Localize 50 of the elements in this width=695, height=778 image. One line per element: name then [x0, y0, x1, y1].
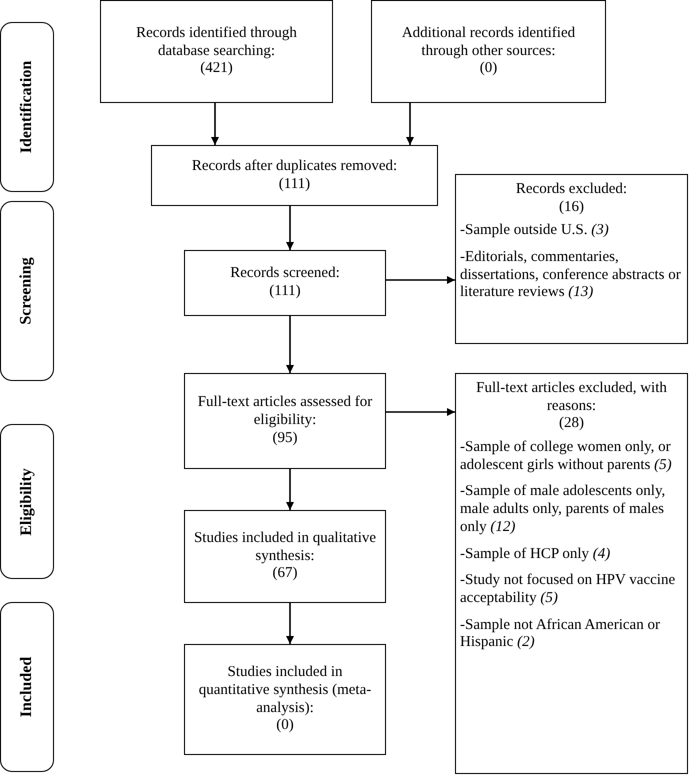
process-box — [455, 174, 688, 344]
process-box — [151, 145, 438, 206]
process-box — [184, 373, 386, 469]
phase-label: Eligibility — [18, 468, 36, 536]
exclusion-reason: -Sample of male adolescents only, male adults only, parents of males only (12) — [460, 483, 666, 536]
record-count: (111) — [268, 283, 302, 301]
box-title: Additional records identified through other sources: — [400, 24, 576, 60]
exclusion-reason: -Sample of college women only, or adolescent girls without parents (5) — [460, 439, 673, 474]
box-title: Studies included in qualitative synthesis: — [193, 530, 377, 566]
record-count: (0) — [275, 717, 295, 735]
process-box — [371, 0, 606, 103]
arrow — [286, 469, 294, 510]
phase-label: Included — [18, 656, 36, 718]
box-title: Records excluded: — [514, 181, 628, 199]
record-count: (67) — [272, 565, 298, 584]
process-box — [100, 0, 333, 103]
box-title: Full-text articles assessed for eligibility: — [196, 394, 374, 430]
exclusion-reason: -Study not focused on HPV vaccine acceptability (5) — [460, 572, 676, 608]
arrow — [406, 103, 414, 145]
exclusion-reason: -Editorials, commentaries, dissertations, conference abstracts or literature reviews (13) — [460, 249, 682, 302]
arrow — [286, 206, 294, 250]
process-box — [455, 373, 688, 774]
record-count: (111) — [278, 176, 312, 194]
record-count: (95) — [272, 430, 298, 448]
phase-label-box — [0, 424, 54, 579]
exclusion-reason: -Sample not African American or Hispanic (2) — [460, 616, 661, 652]
record-count: (0) — [478, 60, 498, 78]
box-title: Records after duplicates removed: — [190, 158, 398, 176]
phase-label-box — [0, 201, 54, 381]
arrow — [386, 408, 455, 416]
box-title: Records screened: — [229, 265, 341, 283]
phase-label: Screening — [18, 257, 36, 325]
arrow — [286, 316, 294, 373]
record-count: (16) — [558, 198, 585, 216]
process-box — [184, 644, 386, 755]
phase-label-box — [0, 602, 54, 772]
exclusion-reason: -Sample of HCP only (4) — [460, 546, 612, 564]
arrow — [211, 103, 219, 145]
box-title: Studies included in quantitative synthesis (meta-analysis): — [198, 664, 372, 718]
box-title: Full-text articles excluded, with reasons: — [475, 380, 668, 416]
arrow — [286, 603, 294, 644]
phase-label-box — [0, 22, 54, 192]
record-count: (28) — [558, 415, 585, 434]
box-title: Records identified through database searching: — [135, 24, 298, 60]
record-count: (421) — [199, 60, 234, 78]
process-box — [184, 510, 386, 603]
exclusion-reason: -Sample outside U.S. (3) — [460, 222, 610, 240]
arrow — [386, 276, 455, 284]
phase-label: Identification — [18, 60, 36, 154]
process-box — [184, 250, 386, 316]
